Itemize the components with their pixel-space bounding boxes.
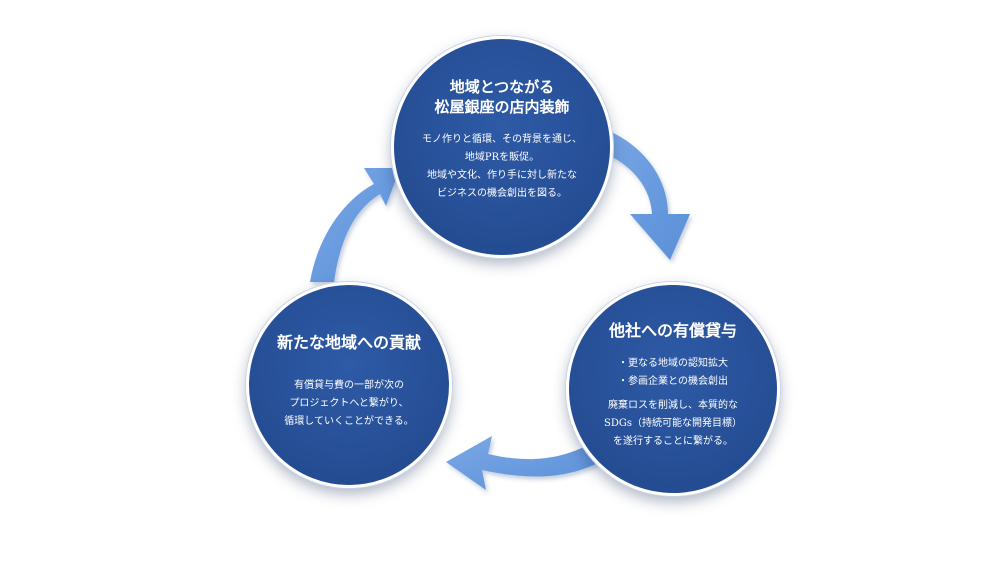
body-line: SDGs（持続可能な開発目標） xyxy=(604,418,742,429)
title-line: 地域とつながる xyxy=(449,78,555,96)
body-line: プロジェクトへと繋がり、 xyxy=(289,398,409,409)
title-line: 松屋銀座の店内装飾 xyxy=(434,98,570,116)
body-line: を遂行することに繋がる。 xyxy=(613,436,733,447)
arrow-left-to-top xyxy=(310,168,400,282)
circle-new-region-contribution: 新たな地域への貢献 有償貸与費の一部が次の プロジェクトへと繋がり、 循環してい… xyxy=(246,282,452,488)
bullet-line: ・参画企業との機会創出 xyxy=(618,376,728,387)
body-line: 循環していくことができる。 xyxy=(284,416,414,427)
body-line: 有償貸与費の一部が次の xyxy=(294,380,404,391)
circle-body: ・更なる地域の認知拡大 ・参画企業との機会創出 廃棄ロスを削減し、本質的な SD… xyxy=(604,355,742,451)
circle-title: 新たな地域への貢献 xyxy=(276,333,421,352)
circle-title: 地域とつながる 松屋銀座の店内装飾 xyxy=(434,77,569,117)
circle-body: 有償貸与費の一部が次の プロジェクトへと繋がり、 循環していくことができる。 xyxy=(284,377,414,431)
circle-title: 他社への有償貸与 xyxy=(608,321,737,340)
body-line: 地域PRを販促。 xyxy=(464,152,540,163)
circle-body: モノ作りと循環、その背景を通じ、 地域PRを販促。 地域や文化、作り手に対し新た… xyxy=(422,131,582,203)
arrow-right-to-left xyxy=(446,436,600,490)
circle-paid-lending: 他社への有償貸与 ・更なる地域の認知拡大 ・参画企業との機会創出 廃棄ロスを削減… xyxy=(566,282,780,496)
circle-store-decoration: 地域とつながる 松屋銀座の店内装飾 モノ作りと循環、その背景を通じ、 地域PRを… xyxy=(391,36,613,258)
body-line: 廃棄ロスを削減し、本質的な xyxy=(608,400,738,411)
body-line: モノ作りと循環、その背景を通じ、 xyxy=(422,134,582,145)
arrow-top-to-right xyxy=(592,126,690,260)
bullet-line: ・更なる地域の認知拡大 xyxy=(618,358,728,369)
body-line: ビジネスの機会創出を図る。 xyxy=(437,188,567,199)
body-line: 地域や文化、作り手に対し新たな xyxy=(427,170,577,181)
